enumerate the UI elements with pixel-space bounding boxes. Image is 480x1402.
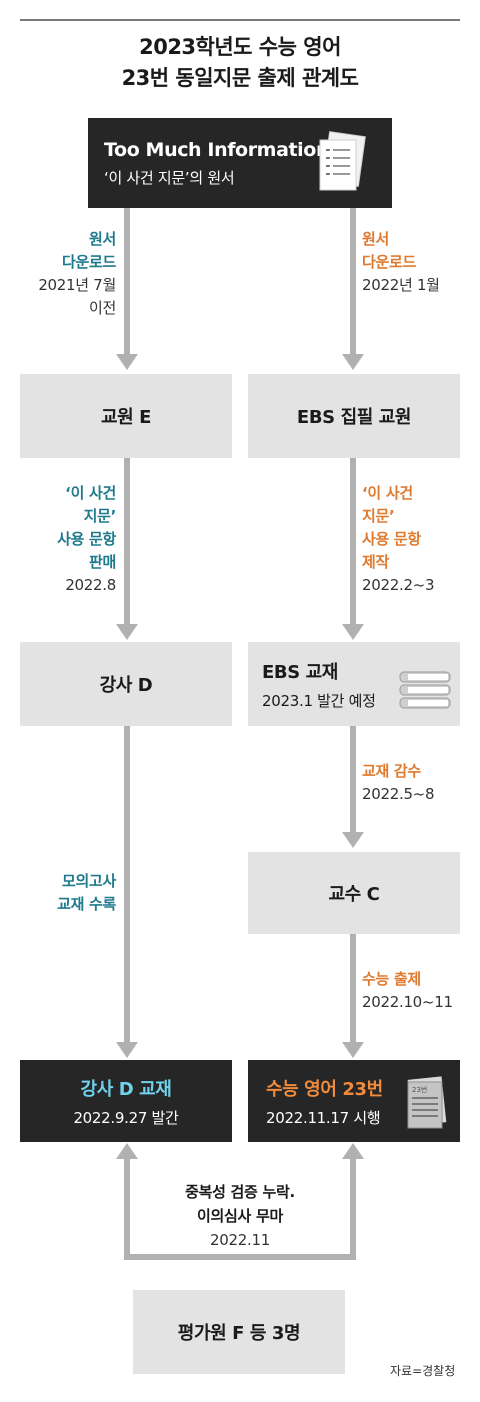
instructor-d-label: 강사 D [99,675,153,696]
source-book-subtitle: ‘이 사건 지문’의 원서 [104,168,235,187]
left-label-2-date: 2022.8 [65,576,116,594]
ebs-textbook-title: EBS 교재 [262,661,338,683]
right-arrow-head-3 [342,832,364,848]
left-label-3: 모의고사 교재 수록 [10,870,116,916]
left-label-2-line4: 판매 [88,553,116,571]
csat-english-23-box: 수능 영어 23번 2022.11.17 시행 23번 [248,1060,460,1142]
teacher-e-box: 교원 E [20,374,232,458]
bottom-label-line2: 이의심사 무마 [197,1207,283,1225]
right-label-1-date: 2022년 1월 [362,276,440,294]
title-line-1: 2023학년도 수능 영어 [139,35,341,59]
top-rule [20,19,460,21]
professor-c-box: 교수 C [248,852,460,934]
right-arrow-head-4 [342,1042,364,1058]
right-connector-2 [350,458,356,624]
csat-english-23-title: 수능 영어 23번 [266,1078,383,1100]
left-arrow-head-2 [116,624,138,640]
right-label-2-date: 2022.2~3 [362,576,435,594]
source-book-title: Too Much Information [104,138,330,161]
right-connector-1 [350,208,356,354]
ebs-author-box: EBS 집필 교원 [248,374,460,458]
right-label-4-date: 2022.10~11 [362,993,453,1011]
teacher-e-label: 교원 E [100,407,152,428]
left-label-1-line2: 다운로드 [61,253,116,271]
bottom-left-riser [124,1159,130,1260]
left-label-2: ‘이 사건 지문’ 사용 문항 판매 2022.8 [10,482,116,597]
right-label-2-line2: 지문’ [362,507,395,525]
instructor-d-textbook-date: 2022.9.27 발간 [73,1108,179,1127]
right-label-1-line1: 원서 [362,230,390,248]
title-line-2: 23번 동일지문 출제 관계도 [121,66,359,90]
left-label-2-line2: 지문’ [83,507,117,525]
instructor-d-textbook-box: 강사 D 교재 2022.9.27 발간 [20,1060,232,1142]
bottom-right-arrow-head [342,1143,364,1159]
right-connector-3 [350,726,356,832]
left-label-1-date2: 이전 [88,299,116,317]
professor-c-label: 교수 C [328,884,380,905]
right-label-2-line1: ‘이 사건 [362,484,413,502]
left-connector-3 [124,726,130,1042]
source-book-box: Too Much Information ‘이 사건 지문’의 원서 [88,118,392,208]
ebs-textbook-box: EBS 교재 2023.1 발간 예정 [248,642,460,726]
right-label-2: ‘이 사건 지문’ 사용 문항 제작 2022.2~3 [362,482,472,597]
left-arrow-head-3 [116,1042,138,1058]
instructor-d-box: 강사 D [20,642,232,726]
right-label-2-line3: 사용 문항 [362,530,421,548]
exam-paper-icon: 23번 [407,1076,447,1129]
left-label-1-date1: 2021년 7월 [38,276,116,294]
bottom-horizontal-connector [124,1254,356,1260]
kice-f-label: 평가원 F 등 3명 [177,1323,301,1344]
bottom-label-date: 2022.11 [210,1231,270,1249]
instructor-d-textbook-title: 강사 D 교재 [80,1078,172,1100]
right-label-2-line4: 제작 [362,553,390,571]
right-label-1: 원서 다운로드 2022년 1월 [362,228,472,297]
left-label-3-line1: 모의고사 [61,872,116,890]
document-stack-icon [319,131,366,191]
right-label-3: 교재 감수 2022.5~8 [362,760,472,806]
bottom-right-riser [350,1159,356,1260]
left-label-1: 원서 다운로드 2021년 7월 이전 [10,228,116,320]
kice-f-box: 평가원 F 등 3명 [133,1290,345,1374]
right-label-4-line1: 수능 출제 [362,970,421,988]
right-arrow-head-1 [342,354,364,370]
right-connector-4 [350,934,356,1042]
right-label-1-line2: 다운로드 [362,253,417,271]
left-label-2-line3: 사용 문항 [57,530,116,548]
bottom-label: 중복성 검증 누락. 이의심사 무마 2022.11 [140,1180,340,1252]
right-label-3-date: 2022.5~8 [362,785,435,803]
books-stack-icon [399,671,451,709]
left-label-3-line2: 교재 수록 [57,895,116,913]
bottom-label-line1: 중복성 검증 누락. [185,1183,295,1201]
right-arrow-head-2 [342,624,364,640]
left-arrow-head-1 [116,354,138,370]
ebs-textbook-date: 2023.1 발간 예정 [262,691,376,710]
right-label-4: 수능 출제 2022.10~11 [362,968,472,1014]
left-connector-2 [124,458,130,624]
csat-english-23-date: 2022.11.17 시행 [266,1108,381,1127]
source-note: 자료=경찰청 [390,1364,456,1378]
exam-paper-icon-label: 23번 [412,1085,427,1094]
left-label-1-line1: 원서 [88,230,116,248]
bottom-left-arrow-head [116,1143,138,1159]
ebs-author-label: EBS 집필 교원 [296,407,412,428]
left-connector-1 [124,208,130,354]
left-label-2-line1: ‘이 사건 [65,484,116,502]
right-label-3-line1: 교재 감수 [362,762,421,780]
